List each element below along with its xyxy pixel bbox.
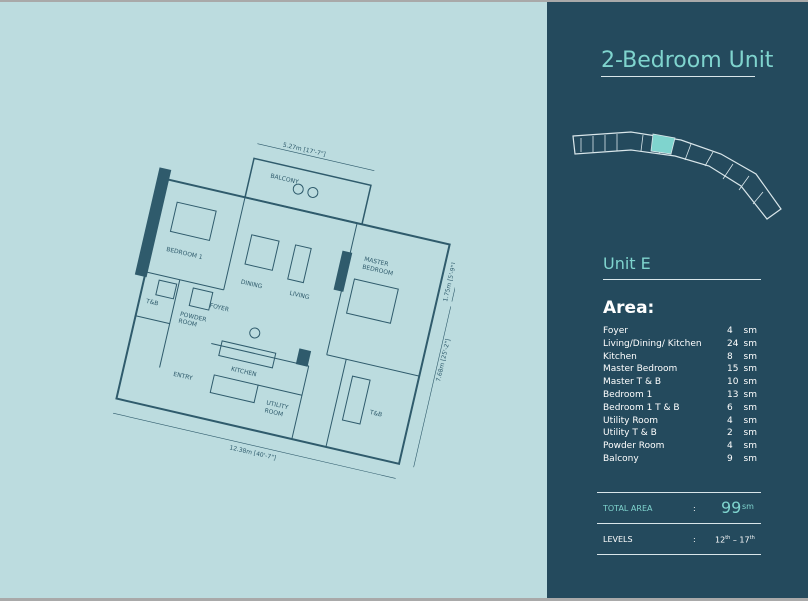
page-title: 2-Bedroom Unit — [601, 48, 773, 77]
levels-label: LEVELS — [603, 535, 633, 544]
area-name: Utility Room — [603, 415, 658, 426]
area-row: Kitchen 8 sm — [603, 351, 757, 364]
outer-wall — [115, 178, 451, 465]
area-name: Bedroom 1 — [603, 389, 653, 400]
area-row: Living/Dining/ Kitchen 24 sm — [603, 338, 757, 351]
room-utility-1: UTILITY — [266, 399, 290, 411]
area-unit: sm — [743, 415, 757, 426]
dim-top: 5.27m [17'-7"] — [282, 142, 326, 158]
area-row: Utility T & B 2 sm — [603, 427, 757, 440]
area-value: 8 — [727, 351, 733, 362]
area-unit: sm — [743, 441, 757, 452]
room-tb-left: T&B — [144, 298, 159, 308]
unit-highlight — [650, 133, 676, 155]
area-row: Foyer 4 sm — [603, 325, 757, 338]
area-row: Master Bedroom 15 sm — [603, 363, 757, 376]
room-bedroom1: BEDROOM 1 — [165, 246, 203, 261]
area-unit: sm — [743, 364, 757, 375]
unit-label: Unit E — [603, 254, 761, 280]
area-unit: sm — [743, 326, 757, 336]
column-core — [295, 348, 312, 367]
area-row: Balcony 9 sm — [603, 453, 757, 466]
area-name: Living/Dining/ Kitchen — [603, 338, 702, 349]
levels-row: LEVELS : 12th – 17th — [597, 523, 761, 555]
room-dining: DINING — [240, 279, 263, 291]
area-row: Utility Room 4 sm — [603, 415, 757, 428]
area-value: 4 — [727, 326, 733, 336]
floor-plan-area: 5.27m [17'-7"] 12.38m [40'-7"] BALCONY B… — [0, 2, 547, 598]
room-balcony: BALCONY — [270, 173, 300, 186]
area-unit: sm — [743, 453, 757, 464]
area-row: Powder Room 4 sm — [603, 440, 757, 453]
area-unit: sm — [743, 338, 757, 349]
total-area-value: 99 — [721, 498, 742, 517]
area-value: 10 — [727, 377, 739, 388]
area-value: 2 — [727, 428, 733, 439]
area-name: Foyer — [603, 326, 628, 336]
area-unit: sm — [743, 389, 757, 400]
area-unit: sm — [743, 402, 757, 413]
totals-table: TOTAL AREA : 99 sm LEVELS : 12th – 17th — [597, 492, 761, 555]
area-unit: sm — [743, 351, 757, 362]
area-name: Kitchen — [603, 351, 637, 362]
area-name: Balcony — [603, 453, 639, 464]
floor-plan-drawing: 5.27m [17'-7"] 12.38m [40'-7"] BALCONY B… — [113, 142, 455, 479]
area-row: Bedroom 1 T & B 6 sm — [603, 402, 757, 415]
room-powder-2: ROOM — [178, 318, 198, 329]
area-value: 6 — [727, 402, 733, 413]
dim-right-lower: 7.68m [25'-2"] — [435, 338, 452, 382]
area-name: Powder Room — [603, 441, 665, 452]
area-value: 15 — [727, 364, 739, 375]
room-kitchen: KITCHEN — [230, 366, 257, 379]
column-mid — [333, 250, 353, 292]
room-living: LIVING — [289, 290, 311, 301]
room-utility-2: ROOM — [264, 407, 284, 418]
room-foyer: FOYER — [209, 302, 230, 313]
room-tb-right: T&B — [368, 409, 383, 419]
total-area-label: TOTAL AREA — [603, 504, 653, 513]
total-colon: : — [693, 504, 696, 513]
area-value: 4 — [727, 441, 733, 452]
levels-value: 12th – 17th — [715, 535, 755, 545]
area-row: Bedroom 1 13 sm — [603, 389, 757, 402]
dim-bottom: 12.38m [40'-7"] — [229, 444, 277, 462]
area-value: 13 — [727, 389, 739, 400]
area-value: 4 — [727, 415, 733, 426]
area-unit: sm — [743, 377, 757, 388]
balcony-outline — [244, 157, 372, 226]
total-area-unit: sm — [742, 502, 754, 511]
building-key-plan — [572, 131, 782, 220]
area-heading: Area: — [603, 298, 655, 318]
area-unit: sm — [743, 428, 757, 439]
area-name: Utility T & B — [603, 428, 657, 439]
area-value: 24 — [727, 338, 739, 349]
column-left — [134, 167, 172, 278]
area-row: Master T & B 10 sm — [603, 376, 757, 389]
levels-colon: : — [693, 535, 696, 544]
total-area-row: TOTAL AREA : 99 sm — [597, 492, 761, 523]
area-name: Master T & B — [603, 377, 662, 388]
room-entry: ENTRY — [173, 371, 194, 382]
area-value: 9 — [727, 453, 733, 464]
area-name: Master Bedroom — [603, 364, 678, 375]
area-name: Bedroom 1 T & B — [603, 402, 680, 413]
